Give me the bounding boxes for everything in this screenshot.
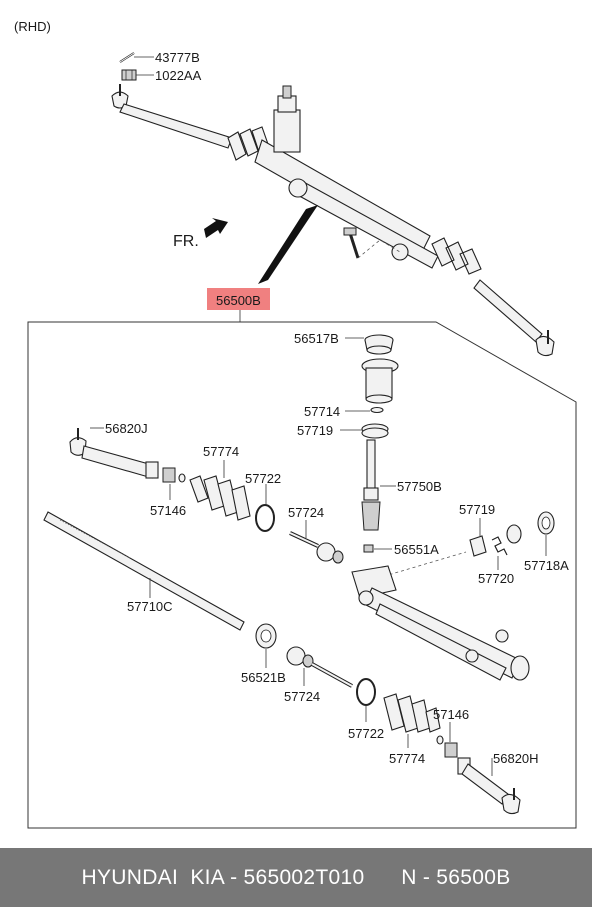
pointer-arrow-icon xyxy=(258,205,318,284)
part-label-57719-right: 57719 xyxy=(459,502,495,517)
part-label-56820H: 56820H xyxy=(493,751,539,766)
bearing-57719-icon xyxy=(361,423,389,439)
part-label-57750B: 57750B xyxy=(397,479,442,494)
front-direction-arrow-icon xyxy=(204,218,228,238)
inner-tie-rod-57724-lower-icon xyxy=(286,646,353,688)
footer-brand-part-number: HYUNDAI KIA - 565002T010 xyxy=(81,865,365,889)
spring-57720-icon xyxy=(491,536,508,556)
footer-reference-number: N - 56500B xyxy=(401,865,511,889)
part-label-56551A: 56551A xyxy=(394,542,439,557)
part-label-1022AA: 1022AA xyxy=(155,68,202,83)
tie-rod-end-56820J-icon xyxy=(69,428,159,479)
part-label-57722-lower: 57722 xyxy=(348,726,384,741)
part-label-57714: 57714 xyxy=(304,404,340,419)
seal-56551A-icon xyxy=(363,544,374,553)
part-label-57774-left: 57774 xyxy=(203,444,239,459)
cotter-pin-icon xyxy=(119,52,135,63)
part-label-57146-left: 57146 xyxy=(150,503,186,518)
bellows-57774-lower-icon xyxy=(383,693,441,733)
top-assembly-drawing: 43777B 1022AA xyxy=(111,50,555,357)
locknut-57146-left-icon xyxy=(162,467,186,483)
variant-label: (RHD) xyxy=(14,19,51,34)
part-label-57146-right: 57146 xyxy=(433,707,469,722)
part-label-57719-top: 57719 xyxy=(297,423,333,438)
cap-56517B-icon xyxy=(364,334,394,355)
main-part-label: 56500B xyxy=(216,293,261,308)
gear-housing-icon xyxy=(351,565,530,681)
clamp-57722-left-icon xyxy=(255,504,275,532)
valve-housing-icon xyxy=(361,358,399,404)
part-label-43777B: 43777B xyxy=(155,50,200,65)
part-label-57774-lower: 57774 xyxy=(389,751,425,766)
bushing-56521B-icon xyxy=(255,623,277,649)
yoke-57719-icon xyxy=(469,535,487,557)
ring-57714-icon xyxy=(370,406,384,414)
exploded-view-frame xyxy=(27,321,577,829)
part-label-57724-lower: 57724 xyxy=(284,689,320,704)
bellows-57774-left-icon xyxy=(189,475,251,521)
direction-label: FR. xyxy=(173,233,199,250)
rack-bar-57710C-icon xyxy=(43,511,245,631)
inner-tie-rod-57724-upper-icon xyxy=(289,531,344,564)
part-label-56820J: 56820J xyxy=(105,421,148,436)
steering-gear-exploded-diagram: (RHD) 43777B 1022AA xyxy=(14,19,577,829)
part-label-57722-left: 57722 xyxy=(245,471,281,486)
tie-rod-end-56820H-icon xyxy=(457,757,521,815)
part-label-56517B: 56517B xyxy=(294,331,339,346)
footer-bar: HYUNDAI KIA - 565002T010 N - 56500B xyxy=(0,848,592,907)
part-label-57710C: 57710C xyxy=(127,599,173,614)
locknut-57146-right-icon xyxy=(436,735,458,758)
footer-spacer xyxy=(364,866,401,890)
part-label-56521B: 56521B xyxy=(241,670,286,685)
pinion-shaft-57750B-icon xyxy=(361,439,381,531)
part-label-57724-upper: 57724 xyxy=(288,505,324,520)
part-label-57718A: 57718A xyxy=(524,558,569,573)
castle-nut-icon xyxy=(121,69,137,81)
clamp-57722-lower-icon xyxy=(356,678,376,706)
part-label-57720: 57720 xyxy=(478,571,514,586)
main-part-highlight xyxy=(207,288,270,310)
plug-icon xyxy=(506,524,522,544)
locknut-57718A-icon xyxy=(537,511,555,535)
